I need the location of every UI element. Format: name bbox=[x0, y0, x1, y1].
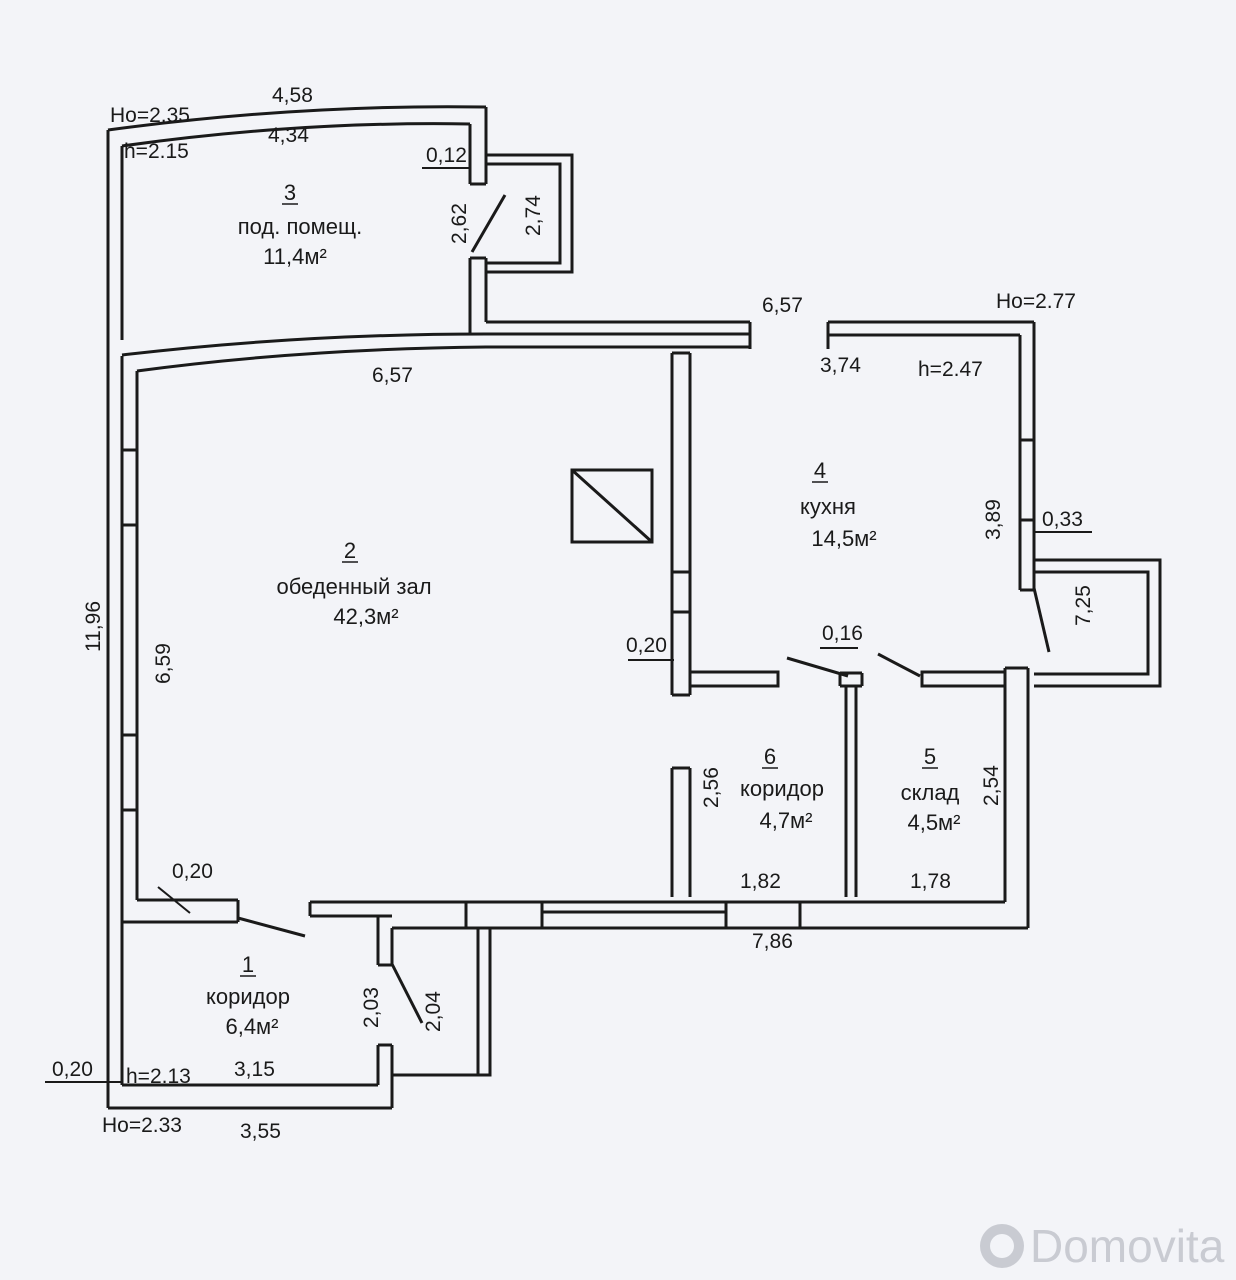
room3-number: 3 bbox=[284, 180, 296, 205]
dim-storage-bottom: 1,78 bbox=[910, 870, 951, 893]
ho-top-left: Ho=2.35 bbox=[110, 104, 190, 127]
room3-name: под. помещ. bbox=[238, 214, 362, 239]
dim-storage-side: 2,54 bbox=[980, 765, 1003, 806]
room5-name: склад bbox=[901, 780, 960, 805]
room2-area: 42,3м² bbox=[333, 604, 398, 629]
room5-number: 5 bbox=[924, 744, 936, 769]
dim-corridor1-outer-side: 2,04 bbox=[422, 991, 445, 1032]
dim-room3-door-inner: 2,62 bbox=[448, 203, 471, 244]
kitchen-inner-door-swing bbox=[786, 656, 849, 678]
dim-hall-left: 6,59 bbox=[152, 643, 175, 684]
height-labels: Ho=2.35 h=2.15 Ho=2.77 h=2.47 h=2.13 Ho=… bbox=[102, 104, 1076, 1137]
room1-name: коридор bbox=[206, 984, 290, 1009]
room6-number: 6 bbox=[764, 744, 776, 769]
room1-walls bbox=[108, 916, 492, 1110]
dim-room3-door-outer: 2,74 bbox=[522, 195, 545, 236]
dim-bottom-outer: 7,86 bbox=[752, 930, 793, 953]
dim-kitchen-porch: 7,25 bbox=[1072, 585, 1095, 626]
room2-number: 2 bbox=[344, 538, 356, 563]
dim-room3-door-wall: 0,12 bbox=[426, 144, 467, 167]
room3-area: 11,4м² bbox=[263, 244, 327, 269]
ho-bottom-left: Ho=2.33 bbox=[102, 1114, 182, 1137]
room3-door-swing bbox=[470, 194, 507, 253]
watermark-text: Domovita bbox=[1030, 1220, 1225, 1272]
hall-door-swing bbox=[237, 916, 306, 938]
dim-corridor1-outer-bottom: 3,55 bbox=[240, 1120, 281, 1143]
dim-kitchen-wall: 0,33 bbox=[1042, 508, 1083, 531]
h-corridor: h=2.13 bbox=[126, 1065, 191, 1088]
dim-corridor6-bottom: 1,82 bbox=[740, 870, 781, 893]
dim-door-wall: 0,16 bbox=[822, 622, 863, 645]
dim-room3-inner-top: 4,34 bbox=[268, 124, 309, 147]
dim-kitchen-outer-top: 6,57 bbox=[762, 294, 803, 317]
room1-door-swing bbox=[390, 963, 424, 1024]
room4-area: 14,5м² bbox=[811, 526, 876, 551]
dim-partition-wall: 0,20 bbox=[626, 634, 667, 657]
dimension-labels: 4,58 4,34 0,12 2,62 2,74 6,57 6,57 3,74 … bbox=[52, 84, 1095, 1143]
dim-room3-outer-top: 4,58 bbox=[272, 84, 313, 107]
dim-kitchen-inner-top: 3,74 bbox=[820, 354, 861, 377]
room3-walls bbox=[106, 105, 507, 356]
leader-lines bbox=[45, 167, 1092, 1083]
storage-door-swing bbox=[877, 652, 921, 678]
ho-top-right: Ho=2.77 bbox=[996, 290, 1076, 313]
room6-name: коридор bbox=[740, 776, 824, 801]
room4-number: 4 bbox=[814, 458, 826, 483]
room6-area: 4,7м² bbox=[759, 808, 812, 833]
dim-kitchen-side: 3,89 bbox=[982, 499, 1005, 540]
room4-name: кухня bbox=[800, 494, 856, 519]
room1-area: 6,4м² bbox=[225, 1014, 278, 1039]
h-kitchen: h=2.47 bbox=[918, 358, 983, 381]
main-outer-walls bbox=[106, 320, 1162, 1108]
dim-hall-corner-wall: 0,20 bbox=[172, 860, 213, 883]
room3-canopy bbox=[486, 153, 574, 274]
room-labels: 3 под. помещ. 11,4м² 2 обеденный зал 42,… bbox=[206, 180, 961, 1039]
dim-corridor1-inner-side: 2,03 bbox=[360, 987, 383, 1028]
watermark-logo-icon bbox=[980, 1224, 1024, 1268]
watermark: Domovita bbox=[980, 1220, 1225, 1272]
dim-corridor1-left-wall: 0,20 bbox=[52, 1058, 93, 1081]
dim-hall-inner-top: 6,57 bbox=[372, 364, 413, 387]
room1-number: 1 bbox=[242, 952, 254, 977]
kitchen-door-swing bbox=[1032, 587, 1051, 653]
room2-name: обеденный зал bbox=[276, 574, 431, 599]
chimney-icon bbox=[570, 468, 654, 544]
dim-left-outer: 11,96 bbox=[82, 601, 105, 652]
dim-corridor1-inner-bottom: 3,15 bbox=[234, 1058, 275, 1081]
dim-corridor6-side: 2,56 bbox=[700, 767, 723, 808]
h-room3: h=2.15 bbox=[124, 140, 189, 163]
room5-area: 4,5м² bbox=[907, 810, 960, 835]
